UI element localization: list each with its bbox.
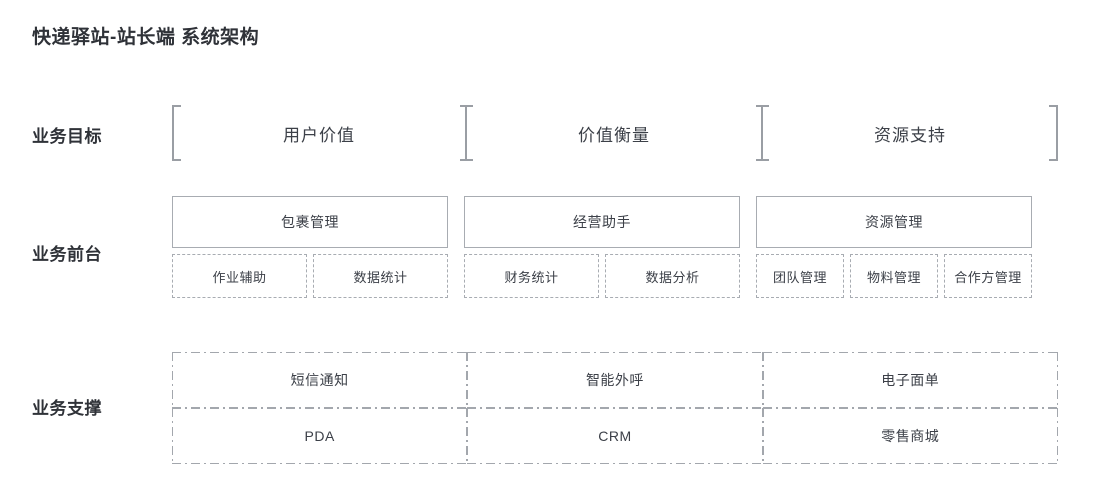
support-cell-ai-outbound-call[interactable]: 智能外呼 [467, 352, 763, 408]
row-business-goals: 业务目标 用户价值 价值衡量 资源支持 [0, 100, 1113, 170]
page-title: 快递驿站-站长端 系统架构 [32, 27, 260, 48]
front-subs-operation: 财务统计 数据分析 [464, 254, 740, 298]
row-front-office: 业务前台 包裹管理 作业辅助 数据统计 经营助手 财务统计 [0, 196, 1113, 316]
row-label-front-office: 业务前台 [32, 245, 102, 264]
support-group-sms: 短信通知 PDA [172, 352, 468, 464]
business-goals-body: 用户价值 价值衡量 资源支持 [172, 100, 1058, 166]
front-head-label: 经营助手 [573, 214, 631, 230]
front-sub-material-management[interactable]: 物料管理 [850, 254, 938, 298]
front-group-operation: 经营助手 财务统计 数据分析 [464, 196, 740, 298]
front-subs-package: 作业辅助 数据统计 [172, 254, 448, 298]
goal-label-value-measure: 价值衡量 [578, 125, 650, 145]
front-head-package-management[interactable]: 包裹管理 [172, 196, 448, 248]
support-cell-label: 智能外呼 [585, 372, 644, 388]
goal-label-resource-support: 资源支持 [874, 125, 946, 145]
bracket-left-icon [172, 105, 181, 161]
front-sub-data-statistics[interactable]: 数据统计 [313, 254, 448, 298]
bracket-ibar-first-icon [460, 105, 473, 161]
front-sub-label: 物料管理 [866, 269, 921, 285]
front-head-label: 包裹管理 [281, 214, 339, 230]
front-sub-label: 财务统计 [504, 269, 559, 285]
front-sub-label: 作业辅助 [212, 269, 267, 285]
front-head-label: 资源管理 [865, 214, 923, 230]
bracket-ibar-second-icon [756, 105, 769, 161]
front-sub-partner-management[interactable]: 合作方管理 [944, 254, 1032, 298]
front-group-resource: 资源管理 团队管理 物料管理 合作方管理 [756, 196, 1032, 298]
front-sub-label: 数据分析 [645, 269, 700, 285]
front-sub-label: 团队管理 [772, 269, 827, 285]
front-sub-operation-assist[interactable]: 作业辅助 [172, 254, 307, 298]
support-cell-label: CRM [598, 428, 632, 444]
row-business-support: 业务支撑 短信通知 PDA 智能外呼 CRM 电子面单 零售商城 [0, 352, 1113, 468]
support-cell-label: 电子面单 [881, 372, 940, 388]
support-cell-pda[interactable]: PDA [172, 408, 468, 464]
support-group-waybill: 电子面单 零售商城 [762, 352, 1058, 464]
bracket-right-icon [1049, 105, 1058, 161]
support-cell-label: 零售商城 [881, 428, 940, 444]
goal-cell-value-measure[interactable]: 价值衡量 [460, 100, 762, 166]
row-label-business-support: 业务支撑 [32, 399, 102, 418]
front-head-resource-management[interactable]: 资源管理 [756, 196, 1032, 248]
business-support-body: 短信通知 PDA 智能外呼 CRM 电子面单 零售商城 [172, 352, 1058, 464]
front-sub-finance-statistics[interactable]: 财务统计 [464, 254, 599, 298]
front-sub-label: 数据统计 [353, 269, 408, 285]
row-label-business-goals: 业务目标 [32, 127, 102, 146]
front-sub-label: 合作方管理 [954, 269, 1022, 285]
support-group-ai-call: 智能外呼 CRM [467, 352, 763, 464]
support-cell-retail-mall[interactable]: 零售商城 [762, 408, 1058, 464]
support-cell-label: PDA [304, 428, 335, 444]
support-cell-e-waybill[interactable]: 电子面单 [762, 352, 1058, 408]
front-sub-data-analysis[interactable]: 数据分析 [605, 254, 740, 298]
goal-label-user-value: 用户价值 [283, 125, 355, 145]
goal-cell-resource-support[interactable]: 资源支持 [756, 100, 1058, 166]
support-cell-sms-notification[interactable]: 短信通知 [172, 352, 468, 408]
front-subs-resource: 团队管理 物料管理 合作方管理 [756, 254, 1032, 298]
support-cell-label: 短信通知 [290, 372, 349, 388]
goal-cell-user-value[interactable]: 用户价值 [172, 100, 466, 166]
front-group-package: 包裹管理 作业辅助 数据统计 [172, 196, 448, 298]
front-office-body: 包裹管理 作业辅助 数据统计 经营助手 财务统计 数据分析 [172, 196, 1058, 298]
front-head-operation-assistant[interactable]: 经营助手 [464, 196, 740, 248]
front-sub-team-management[interactable]: 团队管理 [756, 254, 844, 298]
support-cell-crm[interactable]: CRM [467, 408, 763, 464]
